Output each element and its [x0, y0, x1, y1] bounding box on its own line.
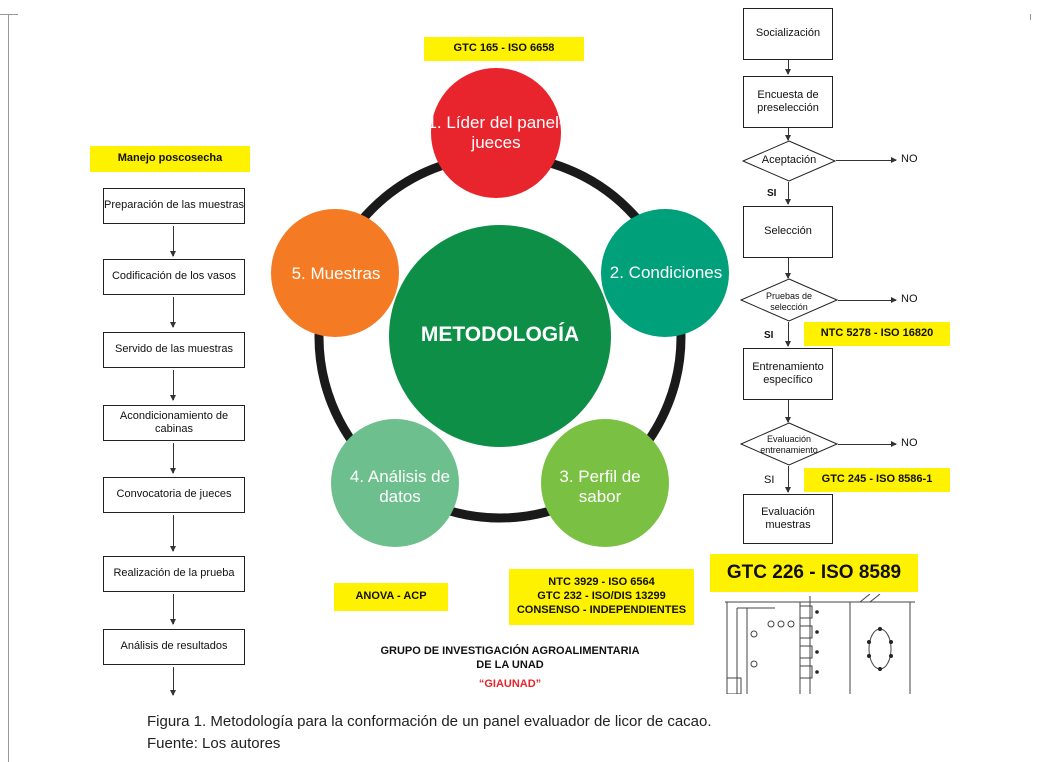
metodologia-circle [389, 225, 611, 447]
frame-top-right [1030, 14, 1031, 20]
right-seleccion: Selección [743, 206, 833, 258]
pruebas-no-arrow [838, 297, 897, 303]
standard-ntc5278-label: NTC 5278 - ISO 16820 [804, 322, 950, 346]
right-arrow-1 [785, 60, 791, 75]
decision-pruebas [740, 278, 838, 322]
frame-top-left [0, 14, 18, 15]
aceptacion-no-arrow [836, 157, 897, 163]
right-encuesta: Encuesta de preselección [743, 76, 833, 128]
left-title: Manejo poscosecha [90, 146, 250, 172]
source-caption: Fuente: Los autores [147, 735, 280, 752]
pruebas-no-label: NO [901, 293, 918, 305]
source-caption-text: Los autores [202, 735, 281, 752]
evaluacion-no-arrow [838, 441, 897, 447]
decision-aceptacion [742, 140, 836, 182]
figure-caption-label: Figura 1. [147, 713, 207, 730]
aceptacion-no-label: NO [901, 153, 918, 165]
profile-line-2: GTC 232 - ISO/DIS 13299 [537, 590, 666, 603]
left-arrow-6 [170, 594, 176, 625]
right-socializacion: Socialización [743, 8, 833, 60]
evaluacion-si-label: SI [764, 474, 775, 486]
standard-gtc226-label: GTC 226 - ISO 8589 [710, 554, 918, 592]
left-arrow-5 [170, 515, 176, 552]
node-analisis-label: 4. Análisis de datos [349, 466, 451, 506]
group-name: GRUPO DE INVESTIGACIÓN AGROALIMENTARIA D… [330, 644, 690, 691]
group-line-2: DE LA UNAD [476, 659, 544, 672]
profile-line-3: CONSENSO - INDEPENDIENTES [516, 603, 687, 616]
source-caption-label: Fuente: [147, 735, 198, 752]
right-entrenamiento: Entrenamiento específico [743, 348, 833, 400]
node-analisis-circle [331, 419, 459, 547]
cycle-diagram [271, 68, 729, 547]
aceptacion-si-label: SI [767, 188, 777, 199]
figure-caption: Figura 1. Metodología para la conformaci… [147, 713, 712, 730]
right-evaluacion-muestras: Evaluación muestras [743, 494, 833, 544]
group-line-1: GRUPO DE INVESTIGACIÓN AGROALIMENTARIA [380, 645, 640, 657]
left-arrow-1 [170, 226, 176, 257]
node-lider-label: 1. Líder del panel-jueces [427, 112, 565, 152]
standard-anova-label: ANOVA - ACP [334, 583, 448, 611]
node-muestras-circle [271, 209, 399, 337]
left-step-5: Convocatoria de jueces [103, 477, 245, 513]
right-arrow-4 [785, 258, 791, 279]
left-step-4: Acondicionamiento de cabinas [103, 405, 245, 441]
right-arrow-7 [785, 466, 791, 493]
figure-caption-text: Metodología para la conformación de un p… [210, 713, 712, 730]
right-arrow-5 [785, 322, 791, 347]
node-muestras-label: 5. Muestras [291, 263, 381, 283]
pruebas-si-label: SI [764, 330, 774, 341]
metodologia-label: METODOLOGÍA [420, 323, 580, 347]
left-arrow-7 [170, 667, 176, 696]
decision-evaluacion [740, 422, 838, 466]
frame-left [8, 14, 9, 762]
left-step-2: Codificación de los vasos [103, 259, 245, 295]
left-arrow-2 [170, 297, 176, 328]
left-step-6: Realización de la prueba [103, 556, 245, 592]
decision-evaluacion-label: Evaluación entrenamiento [760, 434, 818, 455]
right-arrow-3 [785, 182, 791, 205]
standard-profile-label: NTC 3929 - ISO 6564 GTC 232 - ISO/DIS 13… [509, 569, 694, 625]
profile-line-1: NTC 3929 - ISO 6564 [548, 576, 655, 589]
standard-top-label: GTC 165 - ISO 6658 [424, 37, 584, 61]
left-arrow-3 [170, 370, 176, 401]
decision-aceptacion-label: Aceptación [761, 154, 817, 166]
left-arrow-4 [170, 443, 176, 474]
standard-gtc245-label: GTC 245 - ISO 8586-1 [804, 468, 950, 492]
left-step-1: Preparación de las muestras [103, 188, 245, 224]
left-step-3: Servido de las muestras [103, 332, 245, 368]
left-step-7: Análisis de resultados [103, 629, 245, 665]
right-arrow-6 [785, 400, 791, 423]
node-condiciones-label: 2. Condiciones [609, 262, 723, 282]
node-lider-circle [431, 68, 561, 198]
right-arrow-2 [785, 128, 791, 141]
group-acronym: “GIAUNAD” [478, 677, 542, 690]
node-perfil-label: 3. Perfil de sabor [559, 466, 641, 506]
evaluacion-no-label: NO [901, 437, 918, 449]
booth-floor-plan [725, 594, 915, 694]
node-condiciones-circle [601, 209, 729, 337]
decision-pruebas-label: Pruebas de selección [765, 291, 813, 312]
node-perfil-circle [541, 419, 669, 547]
